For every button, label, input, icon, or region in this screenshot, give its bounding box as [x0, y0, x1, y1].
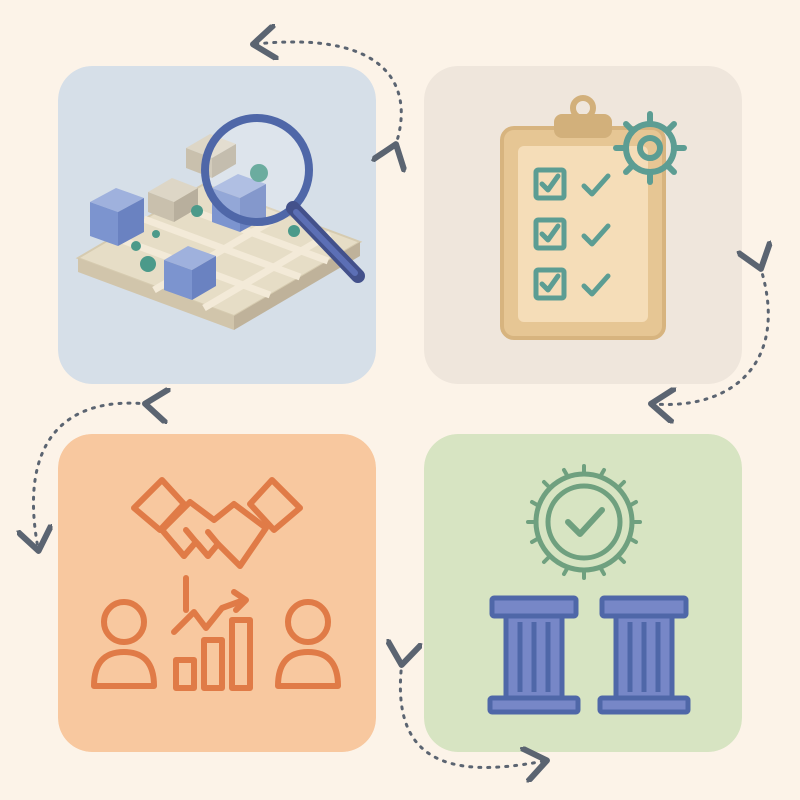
map-magnifier-icon	[58, 66, 376, 384]
certified-pillars-icon	[424, 434, 742, 752]
checklist-panel	[424, 66, 742, 384]
clipboard-checklist-icon	[424, 66, 742, 384]
governance-panel	[424, 434, 742, 752]
handshake-growth-icon	[58, 434, 376, 752]
collaboration-panel	[58, 434, 376, 752]
analysis-panel	[58, 66, 376, 384]
